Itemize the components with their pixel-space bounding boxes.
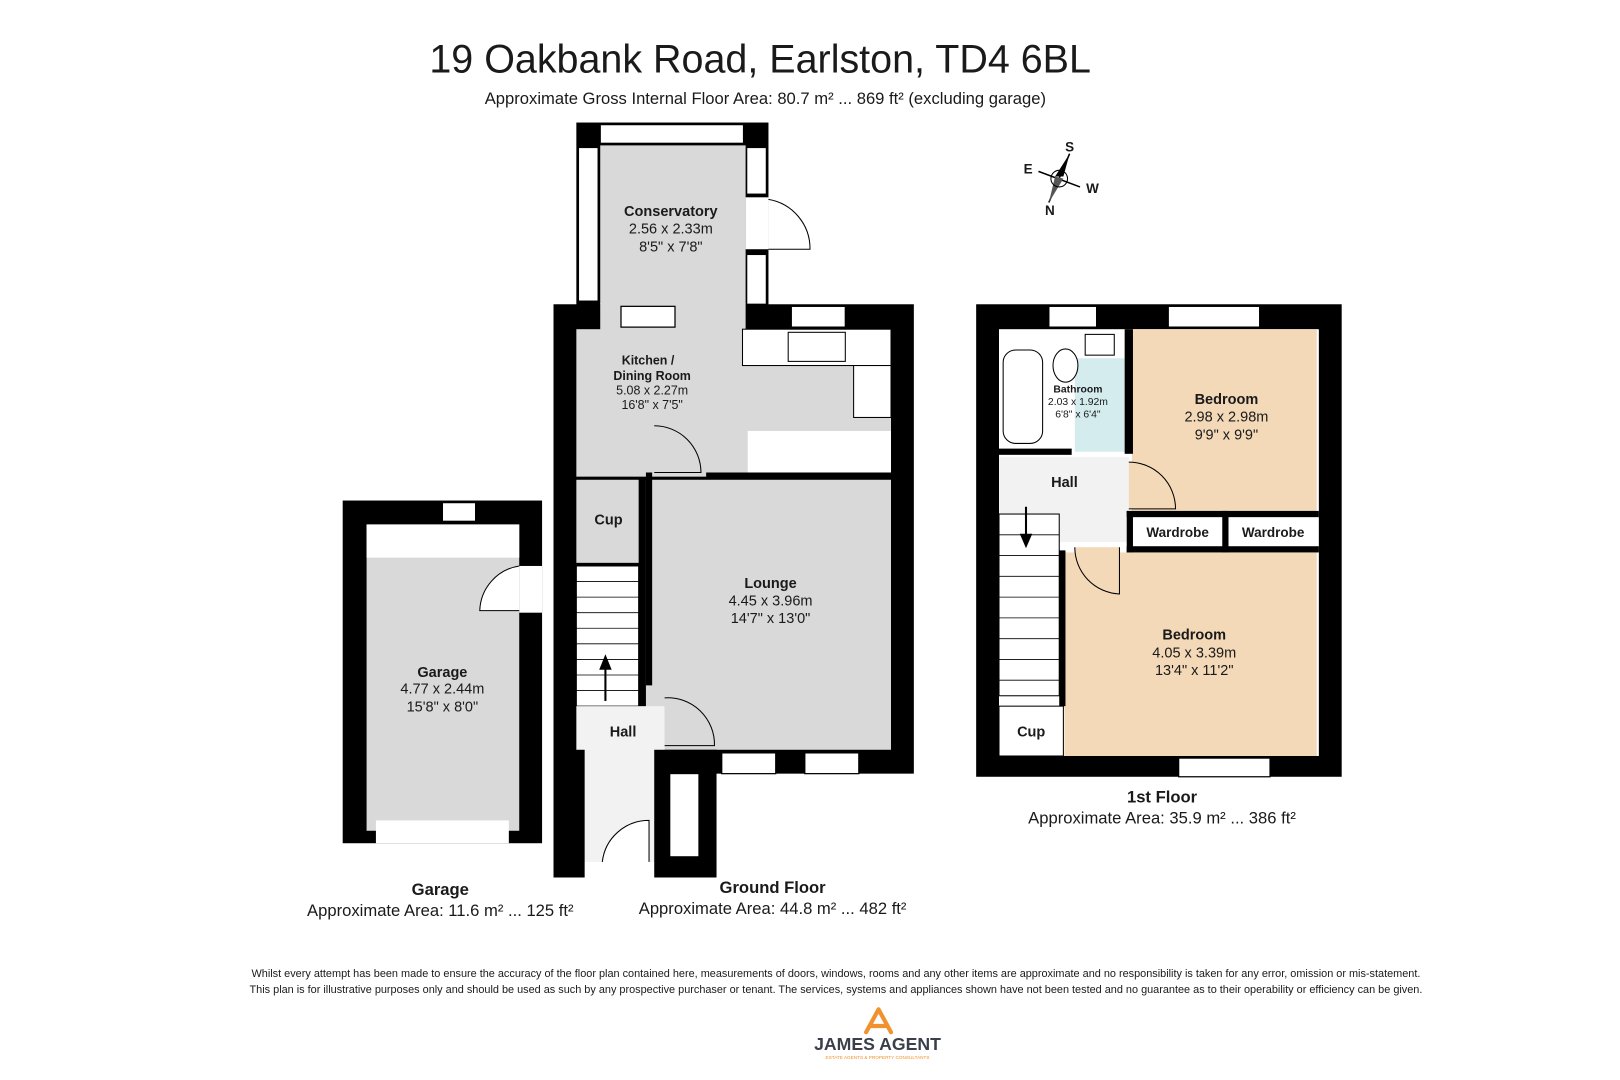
garage-floor-area: Approximate Area: 11.6 m² ... 125 ft² bbox=[307, 901, 574, 920]
bedroom2-name: Bedroom bbox=[1162, 628, 1226, 644]
bathroom-imperial: 6'8" x 6'4" bbox=[1055, 409, 1101, 420]
wardrobe2-name: Wardrobe bbox=[1242, 525, 1305, 540]
compass-w: W bbox=[1086, 181, 1099, 196]
disclaimer-line1: Whilst every attempt has been made to en… bbox=[252, 968, 1421, 980]
compass-icon: S W E N bbox=[1024, 140, 1100, 218]
compass-s: S bbox=[1065, 140, 1074, 155]
kitchen-name-1: Kitchen / bbox=[622, 353, 675, 367]
hall-first-name: Hall bbox=[1051, 475, 1078, 491]
kitchen-name-2: Dining Room bbox=[613, 369, 690, 383]
bedroom2-imperial: 13'4" x 11'2" bbox=[1155, 663, 1234, 679]
ground-floor-name: Ground Floor bbox=[720, 878, 827, 897]
conservatory-metric: 2.56 x 2.33m bbox=[629, 222, 713, 238]
bedroom1-name: Bedroom bbox=[1195, 392, 1259, 408]
garage-metric: 4.77 x 2.44m bbox=[400, 682, 484, 698]
garage-floor-name: Garage bbox=[412, 880, 469, 899]
bedroom2-metric: 4.05 x 3.39m bbox=[1152, 645, 1236, 661]
bathroom-metric: 2.03 x 1.92m bbox=[1048, 397, 1108, 408]
conservatory-imperial: 8'5" x 7'8" bbox=[639, 239, 702, 255]
garage-name: Garage bbox=[417, 665, 467, 681]
logo-name: JAMES AGENT bbox=[814, 1034, 941, 1054]
conservatory-name: Conservatory bbox=[624, 204, 718, 220]
bathroom-name: Bathroom bbox=[1053, 385, 1102, 396]
first-floor-plan: Bathroom 2.03 x 1.92m 6'8" x 6'4" Bedroo… bbox=[976, 304, 1342, 778]
kitchen-metric: 5.08 x 2.27m bbox=[616, 384, 688, 398]
bedroom1-imperial: 9'9" x 9'9" bbox=[1195, 427, 1258, 443]
compass-e: E bbox=[1024, 161, 1033, 176]
ground-floor-area: Approximate Area: 44.8 m² ... 482 ft² bbox=[639, 899, 907, 918]
ground-floor-plan: Conservatory 2.56 x 2.33m 8'5" x 7'8" Ki… bbox=[553, 122, 914, 878]
page-subtitle: Approximate Gross Internal Floor Area: 8… bbox=[485, 89, 1046, 108]
hall-ground-name: Hall bbox=[610, 724, 637, 740]
compass-n: N bbox=[1045, 203, 1055, 218]
first-floor-area: Approximate Area: 35.9 m² ... 386 ft² bbox=[1028, 809, 1296, 828]
disclaimer-line2: This plan is for illustrative purposes o… bbox=[250, 984, 1423, 996]
james-agent-logo: JAMES AGENT ESTATE AGENTS & PROPERTY CON… bbox=[814, 1007, 941, 1060]
first-floor-name: 1st Floor bbox=[1127, 788, 1198, 807]
lounge-name: Lounge bbox=[744, 576, 796, 592]
lounge-imperial: 14'7" x 13'0" bbox=[731, 611, 811, 627]
wardrobe1-name: Wardrobe bbox=[1146, 525, 1209, 540]
cup-first-name: Cup bbox=[1017, 724, 1045, 740]
lounge-metric: 4.45 x 3.96m bbox=[729, 593, 813, 609]
page-title: 19 Oakbank Road, Earlston, TD4 6BL bbox=[429, 38, 1091, 82]
garage-plan: Garage 4.77 x 2.44m 15'8" x 8'0" bbox=[342, 500, 543, 844]
kitchen-imperial: 16'8" x 7'5" bbox=[621, 398, 682, 412]
garage-imperial: 15'8" x 8'0" bbox=[407, 699, 479, 715]
bedroom1-metric: 2.98 x 2.98m bbox=[1184, 410, 1268, 426]
cup-ground-name: Cup bbox=[594, 512, 622, 528]
logo-tagline: ESTATE AGENTS & PROPERTY CONSULTANTS bbox=[825, 1055, 929, 1060]
